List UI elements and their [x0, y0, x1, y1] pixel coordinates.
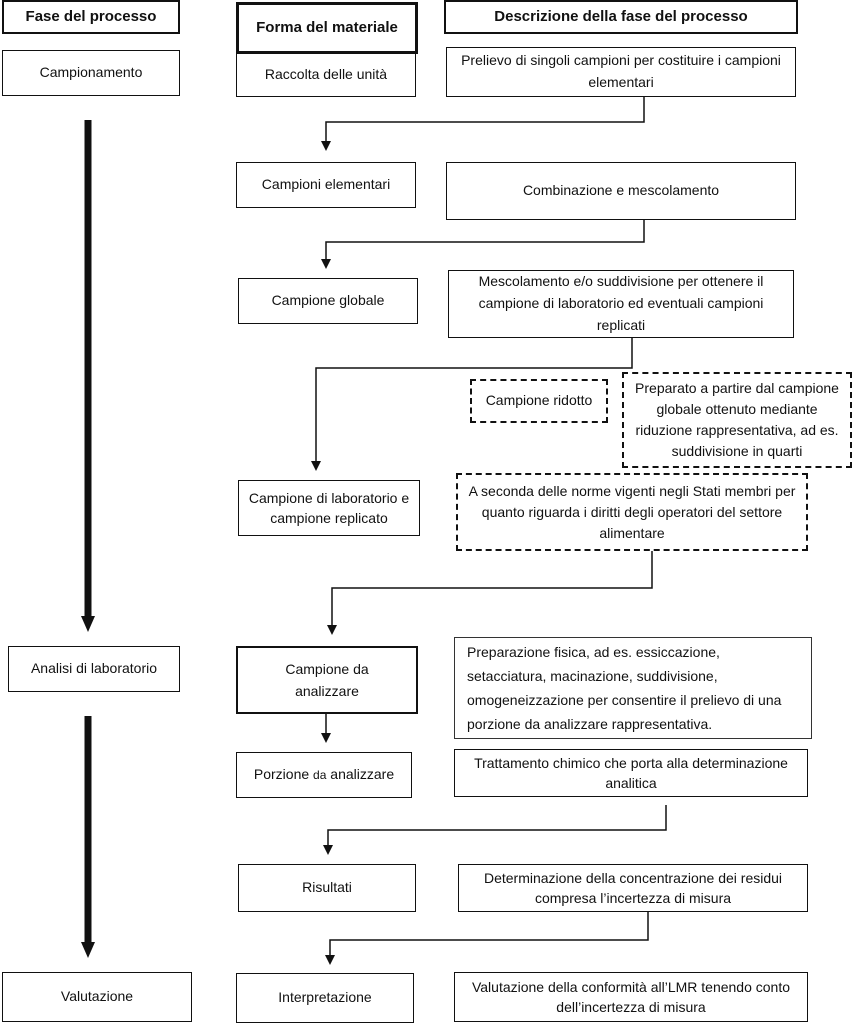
description-d9-text: Valutazione della conformità all’LMR ten…	[471, 978, 791, 1015]
connector-d5	[327, 551, 653, 635]
phase-evaluation: Valutazione	[2, 972, 192, 1022]
description-d4: Preparato a partire dal campione globale…	[622, 372, 852, 468]
material-results: Risultati	[238, 864, 416, 912]
material-portion-post: analizzare	[326, 766, 395, 783]
header-description: Descrizione della fase del processo	[444, 0, 798, 34]
description-d6: Preparazione fisica, ad es. essiccazione…	[454, 637, 812, 739]
material-unit-collection-label: Raccolta delle unità	[264, 66, 388, 83]
phase-evaluation-label: Valutazione	[60, 988, 134, 1005]
connector-d7	[323, 805, 667, 855]
material-sample-to-analyze-line1: Campione da	[285, 660, 369, 677]
description-d5-text: A seconda delle norme vigenti negli Stat…	[468, 482, 796, 541]
header-phase: Fase del processo	[2, 0, 180, 34]
description-d3: Mescolamento e/o suddivisione per ottene…	[448, 270, 794, 338]
description-d4-text: Preparato a partire dal campione globale…	[635, 380, 839, 459]
phase-sampling-label: Campionamento	[39, 64, 143, 81]
material-lab-sample-line1: Campione di laboratorio e	[248, 489, 410, 506]
material-portion-label: Porzione da analizzare	[254, 764, 394, 786]
material-interpretation-label: Interpretazione	[278, 989, 372, 1006]
description-d7-text: Trattamento chimico che porta alla deter…	[474, 754, 788, 791]
description-d2: Combinazione e mescolamento	[446, 162, 796, 220]
connector-d2	[321, 220, 645, 269]
header-material-label: Forma del materiale	[256, 19, 398, 37]
connector-d3	[311, 338, 633, 471]
description-d2-text: Combinazione e mescolamento	[522, 182, 720, 199]
material-unit-collection: Raccolta delle unità	[236, 53, 416, 97]
description-d9: Valutazione della conformità all’LMR ten…	[454, 972, 808, 1022]
material-portion: Porzione da analizzare	[236, 752, 412, 798]
material-reduced-sample: Campione ridotto	[470, 379, 608, 423]
description-d5: A seconda delle norme vigenti negli Stat…	[456, 473, 808, 551]
material-elementary-samples: Campioni elementari	[236, 162, 416, 208]
connector-d1	[321, 97, 645, 151]
material-global-sample: Campione globale	[238, 278, 418, 324]
phase-lab-analysis-label: Analisi di laboratorio	[30, 660, 158, 677]
description-d7: Trattamento chimico che porta alla deter…	[454, 749, 808, 797]
material-reduced-sample-label: Campione ridotto	[485, 392, 593, 409]
header-description-label: Descrizione della fase del processo	[494, 8, 748, 26]
description-d8: Determinazione della concentrazione dei …	[458, 864, 808, 912]
material-lab-sample-line2: campione replicato	[270, 510, 388, 526]
header-material: Forma del materiale	[236, 2, 418, 54]
phase-lab-analysis: Analisi di laboratorio	[8, 646, 180, 692]
description-d1: Prelievo di singoli campioni per costitu…	[446, 47, 796, 97]
material-portion-pre: Porzione	[253, 766, 314, 783]
description-d8-text: Determinazione della concentrazione dei …	[483, 869, 783, 906]
material-sample-to-analyze: Campione da analizzare	[236, 646, 418, 714]
material-elementary-samples-label: Campioni elementari	[261, 176, 391, 193]
material-global-sample-label: Campione globale	[271, 292, 385, 309]
material-portion-small: da	[313, 768, 327, 783]
header-phase-label: Fase del processo	[25, 8, 157, 26]
material-sample-to-analyze-line2: analizzare	[295, 683, 359, 699]
material-lab-sample: Campione di laboratorio e campione repli…	[238, 480, 420, 536]
description-d3-text: Mescolamento e/o suddivisione per ottene…	[478, 273, 764, 333]
description-d6-text: Preparazione fisica, ad es. essiccazione…	[467, 643, 782, 733]
material-interpretation: Interpretazione	[236, 973, 414, 1023]
phase-sampling: Campionamento	[2, 50, 180, 96]
material-results-label: Risultati	[302, 879, 352, 896]
connector-d8	[325, 912, 649, 965]
description-d1-text: Prelievo di singoli campioni per costitu…	[461, 52, 781, 90]
